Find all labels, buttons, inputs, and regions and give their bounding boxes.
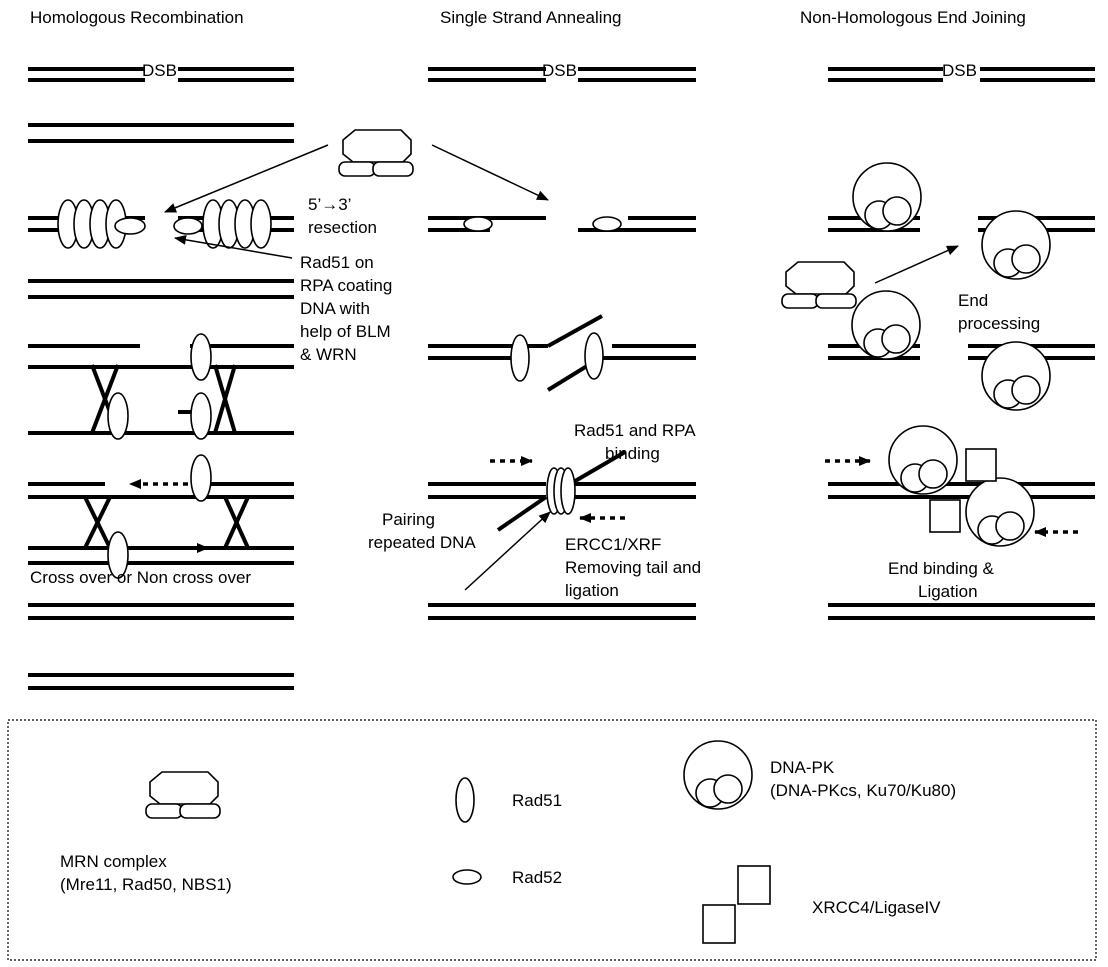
svg-text:ERCC1/XRF: ERCC1/XRF	[565, 535, 661, 554]
svg-text:repeated DNA: repeated DNA	[368, 533, 476, 552]
end-binding-label: End binding & Ligation	[888, 559, 995, 601]
svg-text:DNA with: DNA with	[300, 299, 370, 318]
ssa-title: Single Strand Annealing	[440, 8, 621, 27]
legend-xrcc4-label: XRCC4/LigaseIV	[812, 898, 941, 917]
resection-label: resection	[308, 218, 377, 237]
legend-rad51-icon	[456, 778, 474, 822]
svg-text:ligation: ligation	[565, 581, 619, 600]
legend-dna-pk-label: DNA-PK (DNA-PKcs, Ku70/Ku80)	[770, 758, 956, 800]
hr-title: Homologous Recombination	[30, 8, 244, 27]
ercc1-label: ERCC1/XRF Removing tail and ligation	[565, 535, 701, 600]
rad51-icon	[585, 333, 603, 379]
legend-dna-pk-icon	[684, 741, 752, 809]
legend-rad52-label: Rad52	[512, 868, 562, 887]
svg-text:binding: binding	[605, 444, 660, 463]
rad51-icons-invasion	[108, 334, 211, 578]
legend-rad51-label: Rad51	[512, 791, 562, 810]
svg-text:DNA-PK: DNA-PK	[770, 758, 835, 777]
resection-label: 5’→3’	[308, 195, 351, 214]
legend-box	[8, 720, 1096, 960]
svg-text:End: End	[958, 291, 988, 310]
svg-text:RPA coating: RPA coating	[300, 276, 392, 295]
hr-column	[28, 69, 294, 688]
dna-pk-icon	[982, 211, 1050, 279]
rad51-note: Rad51 on RPA coating DNA with help of BL…	[300, 253, 392, 364]
svg-text:help of BLM: help of BLM	[300, 322, 391, 341]
rad52-icon	[593, 217, 621, 231]
pairing-label: Pairing repeated DNA	[368, 510, 476, 552]
svg-text:(DNA-PKcs, Ku70/Ku80): (DNA-PKcs, Ku70/Ku80)	[770, 781, 956, 800]
svg-text:MRN complex: MRN complex	[60, 852, 167, 871]
rad51-icon	[511, 335, 529, 381]
svg-text:End binding &: End binding &	[888, 559, 995, 578]
rad52-icon	[174, 218, 202, 234]
dsb-label: DSB	[942, 61, 977, 80]
svg-text:Pairing: Pairing	[382, 510, 435, 529]
svg-text:processing: processing	[958, 314, 1040, 333]
dna-pk-icon	[966, 478, 1034, 546]
rad51-pair-icons	[547, 468, 575, 514]
mrn-complex-icon	[782, 262, 856, 308]
dsb-label: DSB	[542, 61, 577, 80]
svg-text:Ligation: Ligation	[918, 582, 978, 601]
legend-rad52-icon	[453, 870, 481, 884]
arrow	[432, 145, 548, 200]
crossover-label: Cross over or Non cross over	[30, 568, 251, 587]
svg-text:& WRN: & WRN	[300, 345, 357, 364]
rad52-icon	[115, 218, 145, 234]
end-processing-label: End processing	[958, 291, 1040, 333]
arrow	[875, 246, 958, 283]
nhej-title: Non-Homologous End Joining	[800, 8, 1026, 27]
dna-pk-icon	[852, 291, 920, 359]
svg-text:Rad51 on: Rad51 on	[300, 253, 374, 272]
legend-xrcc4-icon	[703, 866, 770, 943]
dna-pk-icon	[889, 426, 957, 494]
rad51-filament-right	[203, 200, 271, 248]
rad52-icon	[464, 217, 492, 231]
legend-mrn-icon	[146, 772, 220, 818]
svg-text:Removing tail and: Removing tail and	[565, 558, 701, 577]
mrn-complex-icon	[339, 130, 413, 176]
dna-pk-icon	[982, 342, 1050, 410]
svg-text:(Mre11, Rad50, NBS1): (Mre11, Rad50, NBS1)	[60, 875, 232, 894]
rad51-rpa-label: Rad51 and RPA binding	[574, 421, 696, 463]
legend-mrn-label: MRN complex (Mre11, Rad50, NBS1)	[60, 852, 232, 894]
svg-text:Rad51 and RPA: Rad51 and RPA	[574, 421, 696, 440]
dna-pk-icon	[853, 163, 921, 231]
dsb-label: DSB	[142, 61, 177, 80]
